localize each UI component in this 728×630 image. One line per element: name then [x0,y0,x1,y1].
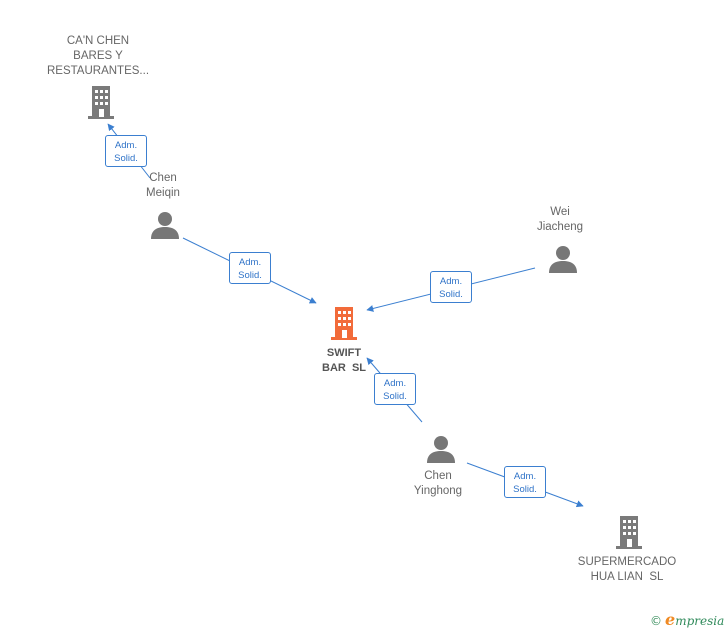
person-name-line: Chen [149,172,177,184]
person-icon[interactable] [150,210,180,240]
copyright-symbol: © [650,614,662,628]
edge-label-line: Solid. [513,484,537,495]
company-label-swift-bar[interactable]: SWIFT BAR SL [304,346,384,376]
edge-label-line: Solid. [114,153,138,164]
edge-label-line: Solid. [238,270,262,281]
company-name-line: SUPERMERCADO [577,556,677,568]
person-icon[interactable] [426,434,456,464]
edge-label-adm-solid[interactable]: Adm. Solid. [374,373,416,405]
edge-label-adm-solid[interactable]: Adm. Solid. [105,135,147,167]
company-name-line: RESTAURANTES... [46,65,150,77]
edge-label-line: Adm. [513,471,537,482]
edge-label-adm-solid[interactable]: Adm. Solid. [430,271,472,303]
edge-label-line: Adm. [114,140,138,151]
person-name-line: Meiqin [146,187,180,199]
building-icon[interactable] [86,85,116,119]
brand-initial: e [665,610,676,629]
person-name-line: Yinghong [413,485,463,497]
person-label-chen-meiqin[interactable]: Chen Meiqin [133,171,193,201]
edge-label-line: Solid. [383,391,407,402]
company-label-can-chen[interactable]: CA'N CHEN BARES Y RESTAURANTES... [38,34,158,79]
edge-label-line: Adm. [383,378,407,389]
company-name-line: BARES Y [73,50,123,62]
building-icon[interactable] [329,306,359,340]
edge-label-line: Adm. [439,276,463,287]
company-name-line: CA'N CHEN [66,35,130,47]
person-label-wei-jiacheng[interactable]: Wei Jiacheng [525,205,595,235]
company-label-supermercado[interactable]: SUPERMERCADO HUA LIAN SL [567,555,687,585]
brand-rest: mpresia [675,614,725,628]
empresia-watermark: ©empresia [650,610,724,629]
person-name-line: Chen [424,470,452,482]
company-name-line: BAR SL [322,362,366,374]
company-name-line: SWIFT [326,347,362,359]
edge-label-line: Adm. [238,257,262,268]
building-icon[interactable] [614,515,644,549]
edge-label-adm-solid[interactable]: Adm. Solid. [229,252,271,284]
person-label-chen-yinghong[interactable]: Chen Yinghong [403,469,473,499]
person-name-line: Wei [550,206,570,218]
edge-label-line: Solid. [439,289,463,300]
person-icon[interactable] [548,244,578,274]
edge-label-adm-solid[interactable]: Adm. Solid. [504,466,546,498]
person-name-line: Jiacheng [536,221,584,233]
company-name-line: HUA LIAN SL [590,571,664,583]
